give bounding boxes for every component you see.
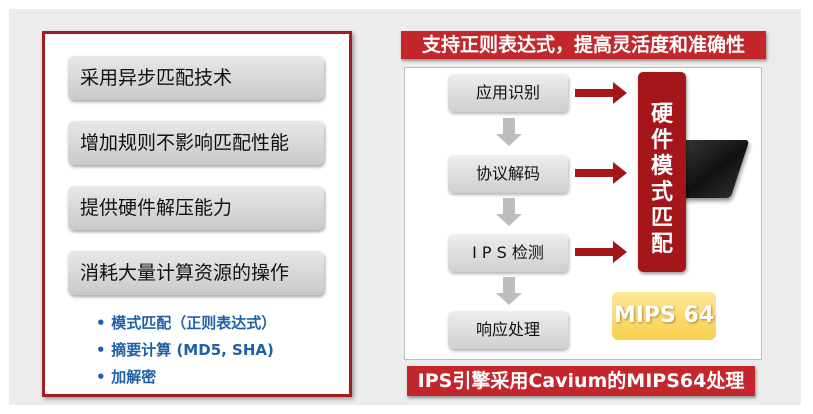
sub-item-pattern: • 模式匹配（正则表达式） (96, 314, 277, 332)
step-app-identify: 应用识别 (448, 74, 568, 112)
regex-banner: 支持正则表达式，提高灵活度和准确性 (401, 31, 766, 59)
feature-rules-no-impact: 增加规则不影响匹配性能 (68, 121, 324, 165)
feature-async-matching: 采用异步匹配技术 (68, 56, 324, 100)
hardware-matching-box: 硬件模式匹配 (638, 72, 686, 272)
sub-item-crypto: • 加解密 (96, 368, 157, 386)
right-arrow-icon (575, 241, 627, 263)
step-response: 响应处理 (448, 311, 568, 349)
sub-item-crypto-text: 加解密 (111, 368, 157, 386)
feature-hw-decompress: 提供硬件解压能力 (68, 186, 324, 230)
right-arrow-icon (575, 82, 627, 104)
down-arrow-icon (496, 277, 522, 305)
mips64-badge: MIPS 64 (612, 292, 716, 340)
sub-item-pattern-text: 模式匹配（正则表达式） (111, 314, 277, 332)
sub-item-digest: • 摘要计算 (MD5, SHA) (96, 341, 274, 359)
step-protocol-decode: 协议解码 (448, 155, 568, 193)
cavium-banner: IPS引擎采用Cavium的MIPS64处理 (407, 366, 755, 396)
hardware-matching-label: 硬件模式匹配 (650, 102, 673, 257)
sub-item-digest-text: 摘要计算 (MD5, SHA) (111, 341, 274, 359)
down-arrow-icon (496, 198, 522, 226)
right-arrow-icon (575, 162, 627, 184)
down-arrow-icon (496, 118, 522, 146)
feature-heavy-compute: 消耗大量计算资源的操作 (68, 251, 324, 295)
step-ips-detect: I P S 检测 (448, 234, 568, 272)
